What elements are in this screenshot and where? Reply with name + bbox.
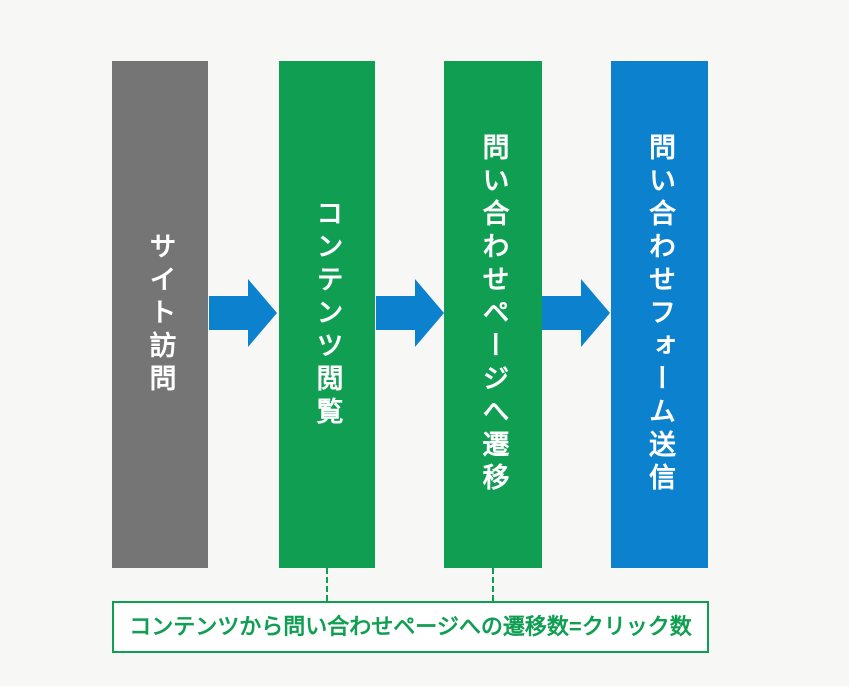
annotation-box: コンテンツから問い合わせページへの遷移数=クリック数	[112, 601, 709, 653]
step-label-site-visit: サイト訪問	[145, 232, 176, 397]
step-bar-content-view: コンテンツ閲覧	[279, 61, 375, 568]
step-bar-inquiry-form-submit: 問い合わせフォーム送信	[611, 61, 708, 568]
step-label-inquiry-form-submit: 問い合わせフォーム送信	[645, 133, 675, 496]
annotation-text: コンテンツから問い合わせページへの遷移数=クリック数	[129, 614, 692, 639]
step-label-inquiry-page-transition: 問い合わせページへ遷移	[478, 133, 509, 496]
arrow-right-icon	[376, 279, 444, 347]
arrow-right-icon	[542, 279, 610, 347]
step-label-content-view: コンテンツ閲覧	[312, 199, 343, 430]
dashed-connector-content-view	[326, 568, 328, 601]
step-bar-inquiry-page-transition: 問い合わせページへ遷移	[444, 61, 542, 568]
step-bar-site-visit: サイト訪問	[112, 61, 208, 568]
arrow-right-icon	[209, 279, 277, 347]
dashed-connector-inquiry-page-transition	[492, 568, 494, 601]
